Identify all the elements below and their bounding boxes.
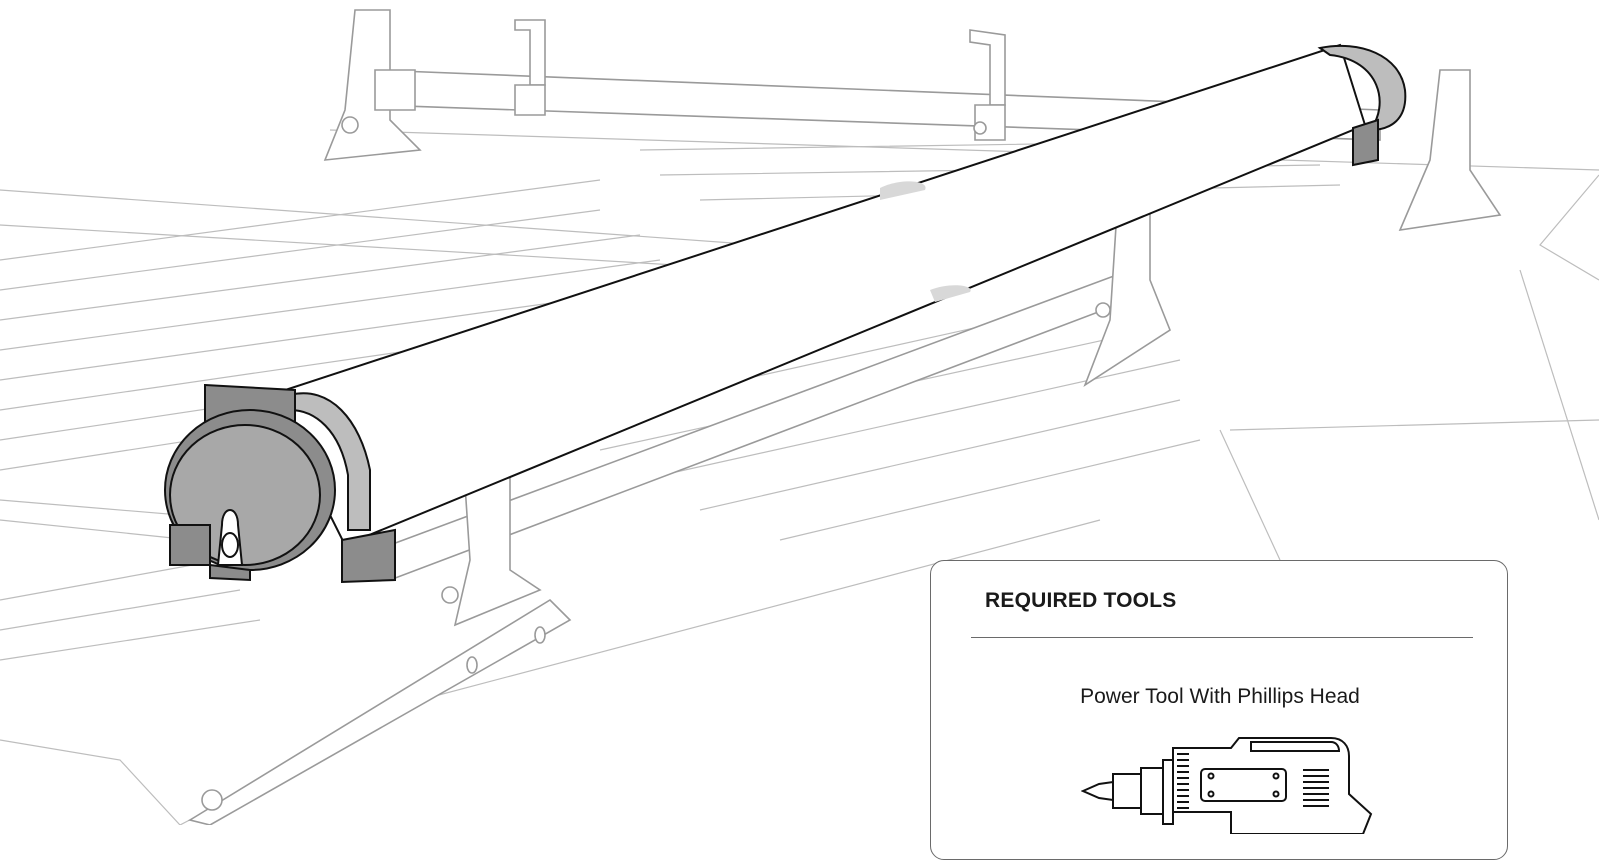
front-rack-crossbar <box>187 194 1171 825</box>
tube-end-cap <box>164 383 396 584</box>
tool-label-power-tool: Power Tool With Phillips Head <box>1080 685 1360 708</box>
tube-shadow <box>880 181 971 302</box>
panel-divider <box>971 637 1473 638</box>
required-tools-panel: REQUIRED TOOLS Power Tool With Phillips … <box>930 560 1508 860</box>
rack-tube-illustration <box>0 9 1599 825</box>
storage-tube <box>268 43 1407 547</box>
power-drill-icon <box>1081 737 1373 834</box>
required-tools-heading: REQUIRED TOOLS <box>985 589 1177 612</box>
